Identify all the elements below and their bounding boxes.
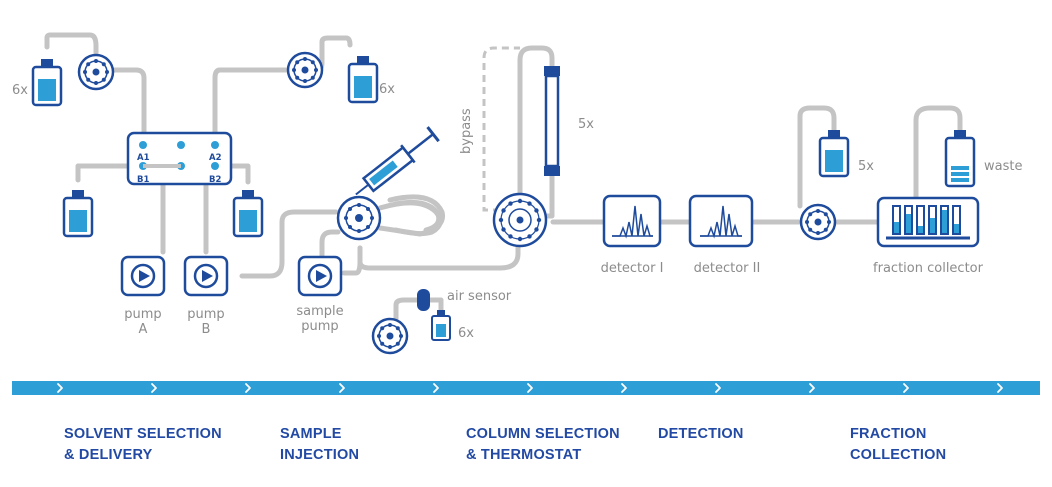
valve-port-dot [534,227,539,232]
air-sensor-label: air sensor [447,289,512,304]
pump-b-label: pump [187,307,224,322]
sample-pump-label-2: pump [301,319,338,334]
stage-column-selection: COLUMN SELECTION & THERMOSTAT [466,426,620,463]
detector-2-label: detector II [694,261,761,276]
detector-2-icon [688,194,754,248]
sample-valve [371,317,409,355]
chevron-right-icon [57,383,63,393]
air-sensor-icon [417,289,430,311]
chevron-right-icon [809,383,815,393]
stage-sample-injection: SAMPLE INJECTION [280,426,360,463]
chevron-right-icon [245,383,251,393]
solvent-bottle-b1 [62,188,94,238]
valve-port-dot [501,208,506,213]
fraction-bottle [818,128,850,178]
columns-count: 5x [578,117,594,132]
stage-solvent-selection: SOLVENT SELECTION & DELIVERY [64,426,222,463]
waste-label: waste [984,159,1022,174]
valve-port-dot [534,208,539,213]
solvent-bottle-right [347,54,379,104]
process-arrow-bar [12,381,1040,395]
valve-port-dot [517,198,523,204]
fraction-valve [799,203,837,241]
syringe-icon [355,126,440,196]
fraction-collector-label: fraction collector [873,261,984,276]
valve-left [77,53,115,91]
valve-port-dot [536,217,542,223]
pump-b-icon [183,255,229,297]
detector-1-icon [602,194,662,248]
chevron-right-icon [715,383,721,393]
pump-b-letter: B [202,322,211,337]
tubing [44,32,963,336]
valve-port-dot [508,234,513,239]
port-a1: A1 [137,153,150,163]
waste-bottle [944,130,976,188]
sample-bottle [431,310,451,341]
valve-port-dot [508,201,513,206]
column-valve [492,192,548,248]
valve-port-dot [527,201,532,206]
injection-valve [336,195,382,241]
valve-port-dot [501,227,506,232]
sample-bottles-count: 6x [458,326,474,341]
solvent-bottle-left [31,57,63,107]
valve-port-dot [517,236,523,242]
pump-a-icon [120,255,166,297]
pump-a-letter: A [139,322,148,337]
bottles-right-count: 6x [379,82,395,97]
bypass-line [482,46,520,212]
detector-1-label: detector I [601,261,664,276]
port-b1: B1 [137,175,149,185]
valve-right [286,51,324,89]
sample-pump-label-1: sample [296,304,343,319]
fraction-collector-icon [876,196,980,248]
mixing-block: A1 B1 A2 B2 [126,131,233,186]
fraction-bottles-count: 5x [858,159,874,174]
valve-port-dot [498,217,504,223]
chevron-right-icon [151,383,157,393]
chevron-right-icon [433,383,439,393]
chevron-right-icon [339,383,345,393]
chevron-right-icon [903,383,909,393]
bottles-left-count: 6x [12,83,28,98]
chevron-right-icon [527,383,533,393]
pump-a-label: pump [124,307,161,322]
column-icon [544,66,560,176]
chevron-right-icon [621,383,627,393]
stage-detection: DETECTION [658,426,744,442]
port-a2: A2 [209,153,222,163]
solvent-bottle-b2 [232,188,264,238]
chevron-right-icon [997,383,1003,393]
bypass-label: bypass [459,108,474,154]
port-b2: B2 [209,175,221,185]
stage-fraction-collection: FRACTION COLLECTION [850,426,947,463]
sample-pump-icon [297,255,343,297]
valve-port-dot [527,234,532,239]
